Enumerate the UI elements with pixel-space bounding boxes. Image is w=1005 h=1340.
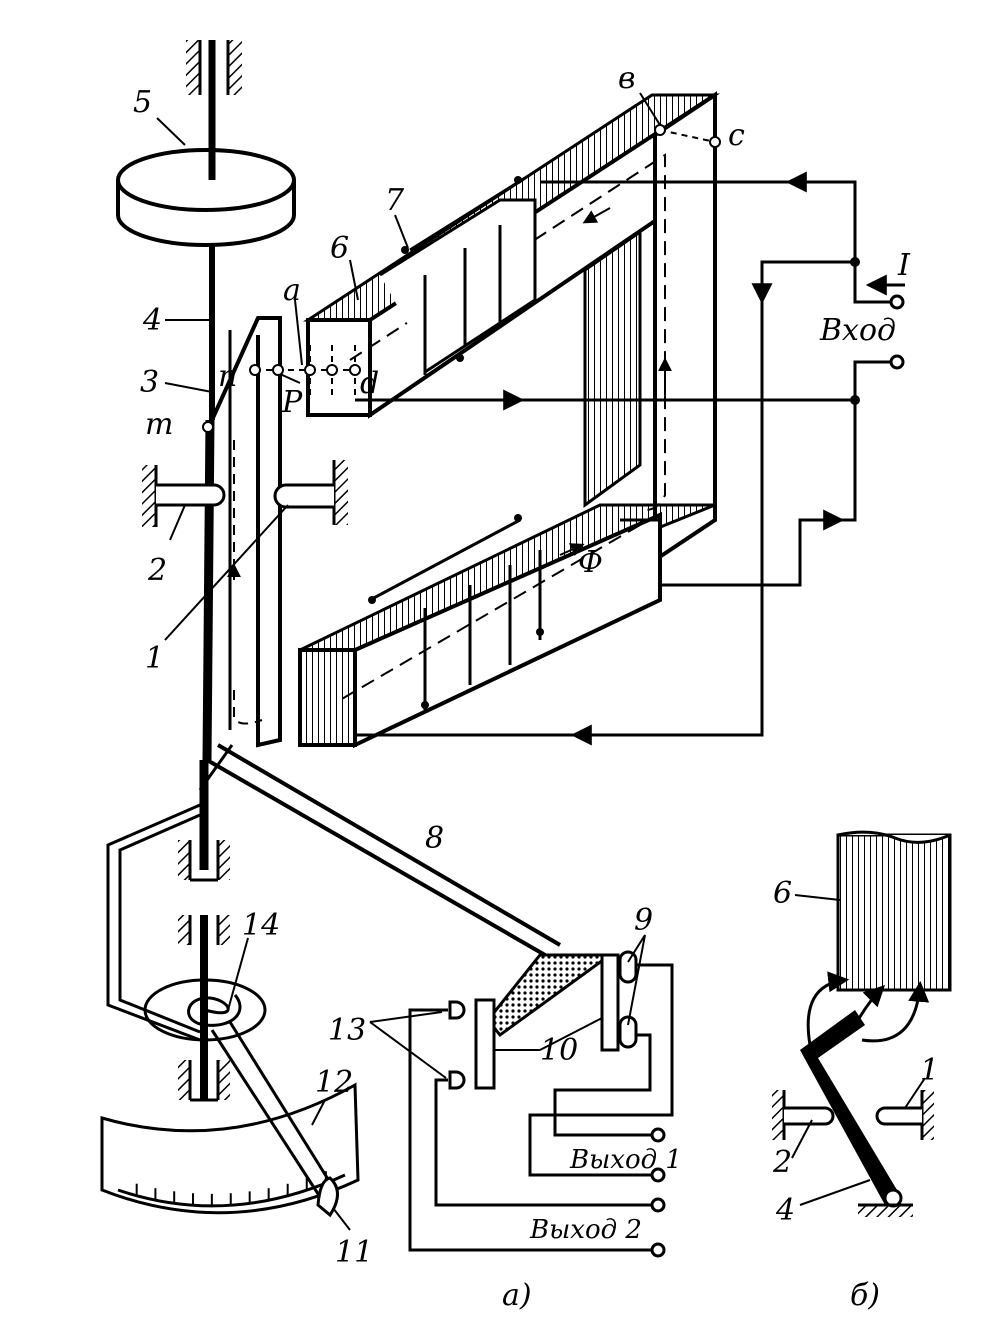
label-input: Вход [819, 313, 896, 348]
label-output-1: Выход 1 [569, 1145, 682, 1175]
label-14: 14 [242, 908, 280, 943]
label-10: 10 [540, 1033, 578, 1068]
flywheel-disk [116, 148, 296, 247]
leader-lines [156, 92, 926, 1231]
pole-gap-markers [202, 124, 721, 433]
label-5: 5 [133, 85, 152, 120]
lower-coil [368, 514, 544, 710]
input-circuit [355, 171, 905, 746]
top-bearing [186, 40, 242, 95]
label-6: 6 [330, 231, 349, 266]
label-11: 11 [335, 1235, 373, 1270]
stop-2 [142, 465, 226, 527]
label-p: P [281, 385, 303, 420]
label-phi: Ф [578, 545, 603, 580]
armature [210, 316, 282, 748]
pointer-frame [106, 803, 201, 1042]
magnetic-core [298, 91, 721, 749]
inset-label-1: 1 [920, 1053, 939, 1088]
inset-label-2: 2 [772, 1145, 792, 1180]
middle-bearing [178, 840, 230, 882]
label-d: d [360, 366, 379, 401]
label-13: 13 [328, 1013, 366, 1048]
label-m: m [145, 407, 173, 442]
caption-a: а) [502, 1278, 532, 1313]
label-8: 8 [425, 821, 444, 856]
label-c: c [728, 118, 745, 153]
caption-b: б) [850, 1278, 880, 1313]
inset-label-4: 4 [775, 1193, 795, 1228]
label-3: 3 [140, 365, 159, 400]
label-9: 9 [634, 903, 653, 938]
indicator-scale [100, 1082, 360, 1215]
inset-detail [772, 830, 952, 1217]
label-2: 2 [147, 553, 167, 588]
pointer-needle [210, 1021, 339, 1218]
inset-label-6: 6 [773, 876, 792, 911]
label-12: 12 [315, 1065, 353, 1100]
label-4: 4 [142, 303, 162, 338]
contact-assembly [408, 950, 674, 1258]
label-7: 7 [385, 183, 405, 218]
contact-arm [198, 743, 615, 1038]
label-b: в [618, 61, 635, 96]
upper-coil [379, 176, 537, 375]
lower-bearing [178, 915, 230, 1102]
stop-1 [273, 460, 348, 525]
label-output-2: Выход 2 [529, 1215, 642, 1245]
label-a: a [283, 273, 301, 308]
label-1: 1 [145, 641, 164, 676]
shaft [199, 40, 216, 870]
label-current: I [897, 248, 911, 283]
label-n: n [218, 359, 237, 394]
